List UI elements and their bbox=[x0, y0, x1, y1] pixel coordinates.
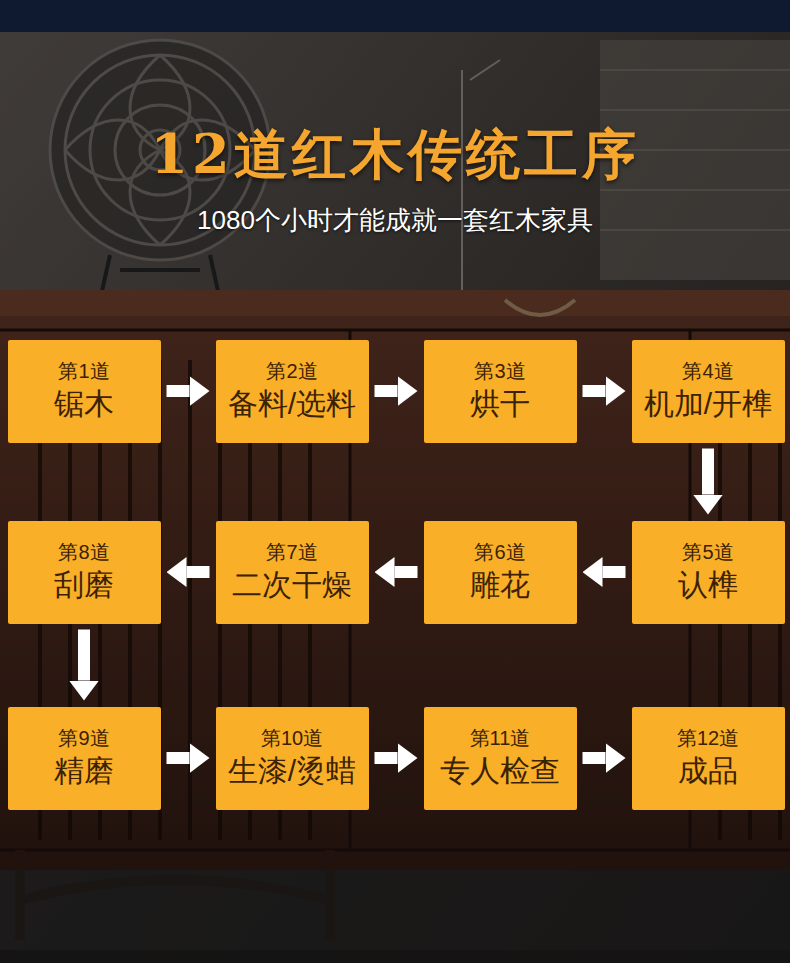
step-name: 机加/开榫 bbox=[644, 384, 772, 424]
step-name: 备料/选料 bbox=[228, 384, 356, 424]
step-number: 第10道 bbox=[261, 725, 323, 751]
process-box: 第1道锯木 bbox=[8, 340, 161, 443]
flow-arrow bbox=[395, 566, 418, 578]
step-number: 第9道 bbox=[58, 725, 109, 751]
step-name: 刮磨 bbox=[54, 565, 114, 605]
process-box: 第12道成品 bbox=[632, 707, 785, 810]
flow-arrow bbox=[167, 385, 190, 397]
flow-arrow bbox=[167, 752, 190, 764]
step-name: 精磨 bbox=[54, 751, 114, 791]
step-number: 第7道 bbox=[266, 539, 317, 565]
flow-arrow bbox=[187, 566, 210, 578]
step-name: 烘干 bbox=[470, 384, 530, 424]
step-number: 第6道 bbox=[474, 539, 525, 565]
process-box: 第3道烘干 bbox=[424, 340, 577, 443]
flow-arrow bbox=[702, 449, 714, 495]
step-name: 雕花 bbox=[470, 565, 530, 605]
step-name: 成品 bbox=[678, 751, 738, 791]
flow-arrow bbox=[78, 630, 90, 681]
title: 12道红木传统工序 bbox=[0, 122, 790, 186]
step-number: 第8道 bbox=[58, 539, 109, 565]
step-number: 第12道 bbox=[677, 725, 739, 751]
step-number: 第5道 bbox=[682, 539, 733, 565]
process-box: 第8道刮磨 bbox=[8, 521, 161, 624]
step-number: 第1道 bbox=[58, 358, 109, 384]
flow-arrow bbox=[603, 566, 626, 578]
flow-arrow bbox=[375, 385, 398, 397]
process-box: 第10道生漆/烫蜡 bbox=[216, 707, 369, 810]
step-number: 第11道 bbox=[470, 725, 531, 751]
step-name: 专人检查 bbox=[440, 751, 560, 791]
process-box: 第7道二次干燥 bbox=[216, 521, 369, 624]
step-number: 第4道 bbox=[682, 358, 733, 384]
flow-arrow bbox=[583, 385, 606, 397]
flow-arrow bbox=[375, 752, 398, 764]
process-box: 第9道精磨 bbox=[8, 707, 161, 810]
caption: 1080个小时才能成就一套红木家具 bbox=[0, 203, 790, 237]
process-box: 第2道备料/选料 bbox=[216, 340, 369, 443]
step-name: 二次干燥 bbox=[232, 565, 352, 605]
flow-arrow bbox=[583, 752, 606, 764]
process-box: 第5道认榫 bbox=[632, 521, 785, 624]
step-number: 第3道 bbox=[474, 358, 525, 384]
step-name: 认榫 bbox=[678, 565, 738, 605]
step-number: 第2道 bbox=[266, 358, 317, 384]
process-box: 第6道雕花 bbox=[424, 521, 577, 624]
process-box: 第4道机加/开榫 bbox=[632, 340, 785, 443]
process-box: 第11道专人检查 bbox=[424, 707, 577, 810]
step-name: 锯木 bbox=[54, 384, 114, 424]
step-name: 生漆/烫蜡 bbox=[228, 751, 356, 791]
